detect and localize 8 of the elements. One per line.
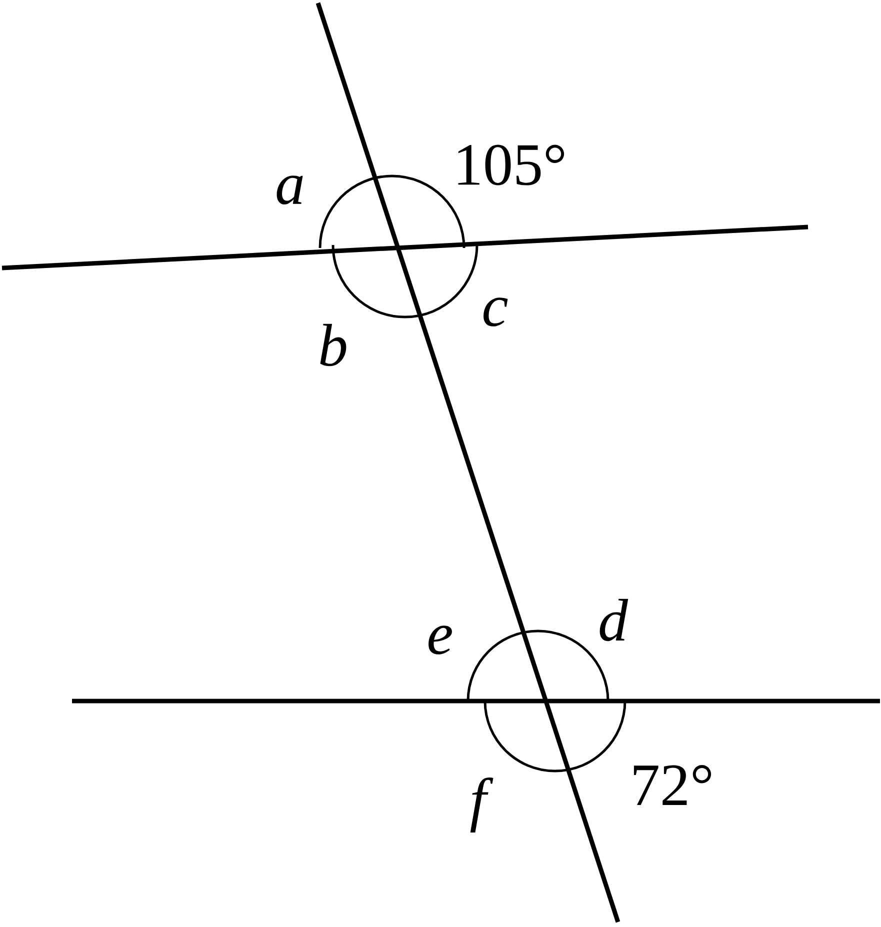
angle-label: a [276, 176, 303, 204]
angle-label: 72° [634, 765, 712, 805]
angle-label: c [484, 298, 508, 326]
angle-label: f [470, 778, 494, 833]
angle-label: 105° [458, 144, 564, 186]
angle-label: e [428, 626, 452, 654]
angle-label: d [600, 598, 628, 642]
angle-label: b [320, 324, 346, 366]
